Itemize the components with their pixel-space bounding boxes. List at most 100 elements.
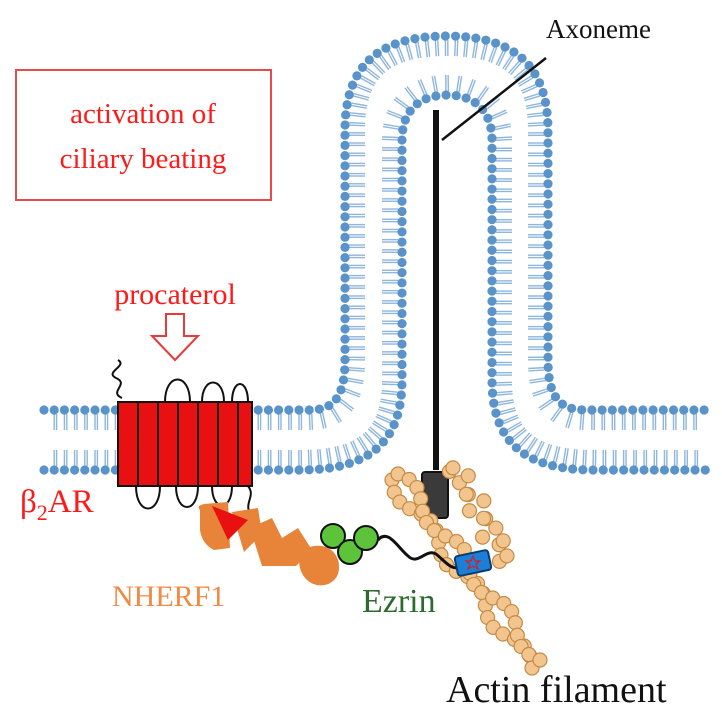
ezrin-ferm-lobe xyxy=(353,525,379,551)
lipid-head xyxy=(39,405,49,415)
transmembrane-helix xyxy=(157,401,179,487)
lipid-head xyxy=(487,347,497,357)
lipid-head xyxy=(390,39,400,49)
lipid-head xyxy=(70,465,80,475)
lipid-head xyxy=(397,278,407,288)
lipid-tail xyxy=(325,448,330,465)
lipid-head xyxy=(395,400,405,410)
lipid-head xyxy=(543,322,553,332)
lipid-tail xyxy=(506,421,522,431)
lipid-head xyxy=(344,90,354,100)
lipid-tail xyxy=(534,440,543,456)
lipid-head xyxy=(364,55,374,65)
lipid-head xyxy=(487,327,497,337)
actin-monomer xyxy=(532,652,548,668)
lipid-tail xyxy=(351,102,368,107)
lipid-head xyxy=(340,120,350,130)
lipid-head xyxy=(59,405,69,415)
lipid-head xyxy=(340,365,350,375)
lipid-head xyxy=(354,455,364,465)
lipid-head xyxy=(617,405,628,415)
lipid-head xyxy=(294,465,304,475)
lipid-tail xyxy=(488,46,495,63)
lipid-tail xyxy=(373,420,388,431)
lipid-head xyxy=(340,304,350,314)
lipid-tail xyxy=(342,444,349,460)
lipid-head xyxy=(619,465,629,475)
lipid-tail xyxy=(367,428,381,440)
lipid-head xyxy=(397,359,407,370)
lipid-head xyxy=(314,404,324,414)
lipid-head xyxy=(397,288,407,298)
lipid-tail xyxy=(349,112,366,116)
lipid-head xyxy=(500,42,510,52)
lipid-tail xyxy=(509,62,522,76)
lipid-head xyxy=(284,465,294,475)
lipid-head xyxy=(487,296,497,306)
lipid-tail xyxy=(476,85,488,100)
lipid-head xyxy=(524,60,534,71)
lipid-head xyxy=(304,465,314,475)
lipid-head xyxy=(528,454,538,464)
lipid-head xyxy=(340,242,350,253)
lipid-head xyxy=(340,191,350,202)
lipid-head xyxy=(90,405,100,415)
lipid-tail xyxy=(579,413,583,430)
lipid-tail xyxy=(572,449,576,466)
lipid-tail xyxy=(567,412,574,429)
lipid-tail xyxy=(319,412,325,429)
lipid-head xyxy=(398,125,408,135)
lipid-tail xyxy=(507,423,523,433)
lipid-head xyxy=(628,405,638,415)
lipid-head xyxy=(363,450,373,460)
lipid-tail xyxy=(538,398,553,409)
lipid-tail xyxy=(529,379,546,384)
lipid-tail xyxy=(319,448,323,466)
lipid-head xyxy=(451,91,461,101)
lipid-head xyxy=(487,143,497,153)
lipid-tail xyxy=(529,377,546,382)
lipid-tail xyxy=(419,79,428,95)
lipid-head xyxy=(543,179,553,189)
lipid-head xyxy=(357,62,368,72)
lipid-tail xyxy=(513,429,527,441)
lipid-head xyxy=(690,465,700,475)
lipid-head xyxy=(680,465,690,475)
lipid-tail xyxy=(380,54,392,69)
lipid-tail xyxy=(437,40,440,57)
nherf1-ezrin-binding-domain xyxy=(299,545,340,586)
lipid-tail xyxy=(528,366,545,370)
lipid-head xyxy=(543,169,553,179)
lipid-head xyxy=(342,100,352,110)
lipid-tail xyxy=(456,75,460,92)
lipid-tail xyxy=(349,124,366,127)
lipid-head xyxy=(487,255,497,266)
activation-text-line1: activation of xyxy=(70,98,216,130)
lipid-tail xyxy=(552,446,559,462)
lipid-head xyxy=(340,222,350,232)
lipid-tail xyxy=(405,44,411,61)
lipid-tail xyxy=(564,448,569,465)
lipid-tail xyxy=(389,50,398,66)
lipid-tail xyxy=(496,393,513,396)
actin-monomer xyxy=(499,548,515,564)
lipid-head xyxy=(397,217,407,227)
lipid-head xyxy=(568,464,578,474)
nherf1-protein xyxy=(198,502,340,586)
lipid-head xyxy=(340,314,350,324)
actin-monomer xyxy=(445,460,461,476)
ezrin-label: Ezrin xyxy=(362,583,436,620)
lipid-head xyxy=(397,308,407,319)
lipid-head xyxy=(498,427,509,437)
lipid-head xyxy=(487,276,497,286)
lipid-head xyxy=(597,405,607,415)
lipid-head xyxy=(461,93,471,103)
lipid-head xyxy=(331,394,341,404)
lipid-head xyxy=(543,352,553,362)
transmembrane-helix xyxy=(217,401,239,487)
lipid-head xyxy=(487,245,497,255)
lipid-tail xyxy=(480,43,486,60)
lipid-tail xyxy=(381,381,399,384)
lipid-tail xyxy=(495,125,512,131)
lipid-tail xyxy=(387,109,403,117)
